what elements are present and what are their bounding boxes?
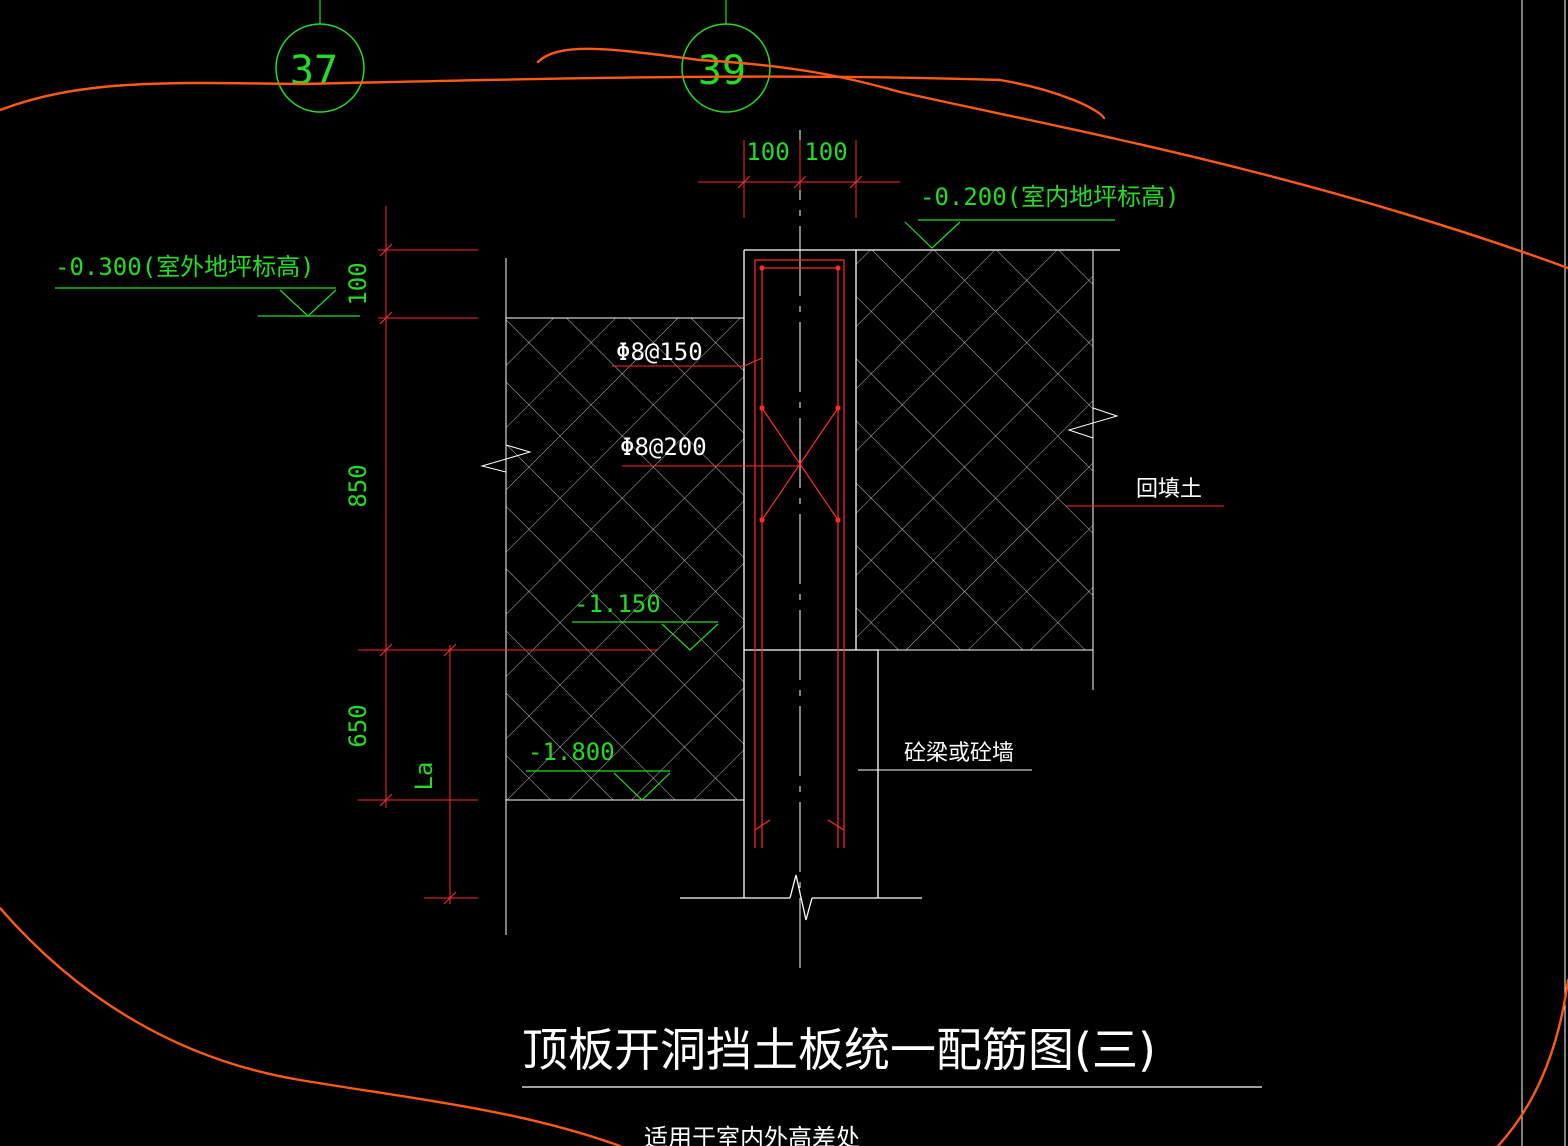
axis-bubble-37[interactable]: 37 xyxy=(275,0,365,113)
elevation-text-indoor: -0.200(室内地坪标高) xyxy=(920,183,1180,211)
elevation-marker-outdoor[interactable]: -0.300(室外地坪标高) xyxy=(55,253,360,317)
axis-label-39: 39 xyxy=(698,48,746,94)
break-lines xyxy=(480,250,1119,935)
rebar-cage[interactable] xyxy=(754,259,845,848)
dim-text-850: 850 xyxy=(344,464,372,507)
axis-bubble-39[interactable]: 39 xyxy=(681,0,771,113)
elevation-marker-bottom[interactable]: -1.800 xyxy=(526,738,671,801)
sheet-border xyxy=(1521,0,1566,1146)
dimension-lines xyxy=(358,140,1224,905)
backfill-soil-hatch xyxy=(855,249,1094,651)
drawing-subtitle: 适用于室内外高差处 xyxy=(644,1124,860,1146)
dim-text-la: La xyxy=(410,762,438,791)
dim-text-100: 100 xyxy=(344,262,372,305)
outdoor-soil-hatch xyxy=(505,317,745,801)
rebar-label-horizontal[interactable]: Φ8@150 xyxy=(616,338,703,366)
note-backfill[interactable]: 回填土 xyxy=(1136,477,1202,502)
freehand-markup xyxy=(0,47,1568,1146)
note-beam-or-wall[interactable]: 砼梁或砼墙 xyxy=(904,741,1014,766)
dim-text-650: 650 xyxy=(344,704,372,747)
dim-text-top-left: 100 xyxy=(746,138,789,166)
elevation-text-mid: -1.150 xyxy=(574,590,661,618)
elevation-text-outdoor: -0.300(室外地坪标高) xyxy=(55,253,315,281)
dim-text-top-right: 100 xyxy=(804,138,847,166)
elevation-marker-indoor[interactable]: -0.200(室内地坪标高) xyxy=(904,183,1180,249)
drawing-title[interactable]: 顶板开洞挡土板统一配筋图(三) xyxy=(522,1023,1156,1077)
elevation-marker-mid[interactable]: -1.150 xyxy=(572,590,719,651)
rebar-label-vertical[interactable]: Φ8@200 xyxy=(620,433,707,461)
axis-label-37: 37 xyxy=(290,48,338,94)
retaining-wall-outline[interactable] xyxy=(680,249,1120,921)
elevation-text-bottom: -1.800 xyxy=(528,738,615,766)
